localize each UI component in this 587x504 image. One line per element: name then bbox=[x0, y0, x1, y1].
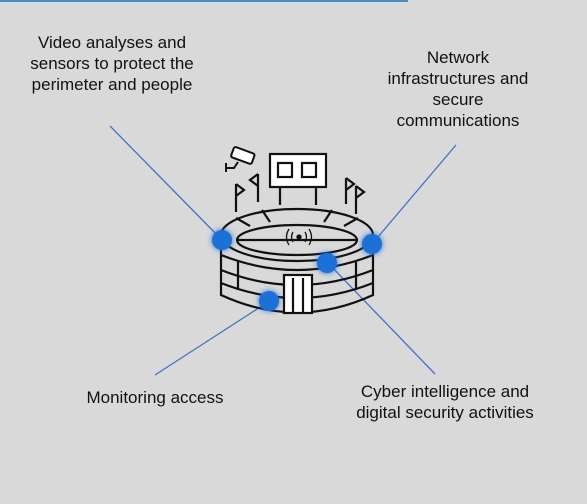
stadium-icon bbox=[219, 152, 375, 315]
top-rule bbox=[0, 0, 408, 2]
connector-cyber bbox=[327, 262, 436, 375]
node-monitoring bbox=[259, 291, 279, 311]
label-cyber-intelligence: Cyber intelligence and digital security … bbox=[356, 382, 534, 422]
node-video bbox=[212, 230, 232, 250]
connector-video bbox=[109, 125, 223, 241]
wireless-signal-icon bbox=[285, 228, 313, 246]
connector-monitoring bbox=[154, 301, 269, 376]
node-network bbox=[362, 234, 382, 254]
security-camera-icon bbox=[225, 146, 256, 172]
label-video-analyses: Video analyses and sensors to protect th… bbox=[30, 33, 194, 94]
label-network-infrastructures: Network infrastructures and secure commu… bbox=[387, 48, 529, 130]
node-cyber bbox=[317, 253, 337, 273]
connector-network bbox=[371, 144, 457, 245]
label-monitoring-access: Monitoring access bbox=[86, 388, 224, 407]
